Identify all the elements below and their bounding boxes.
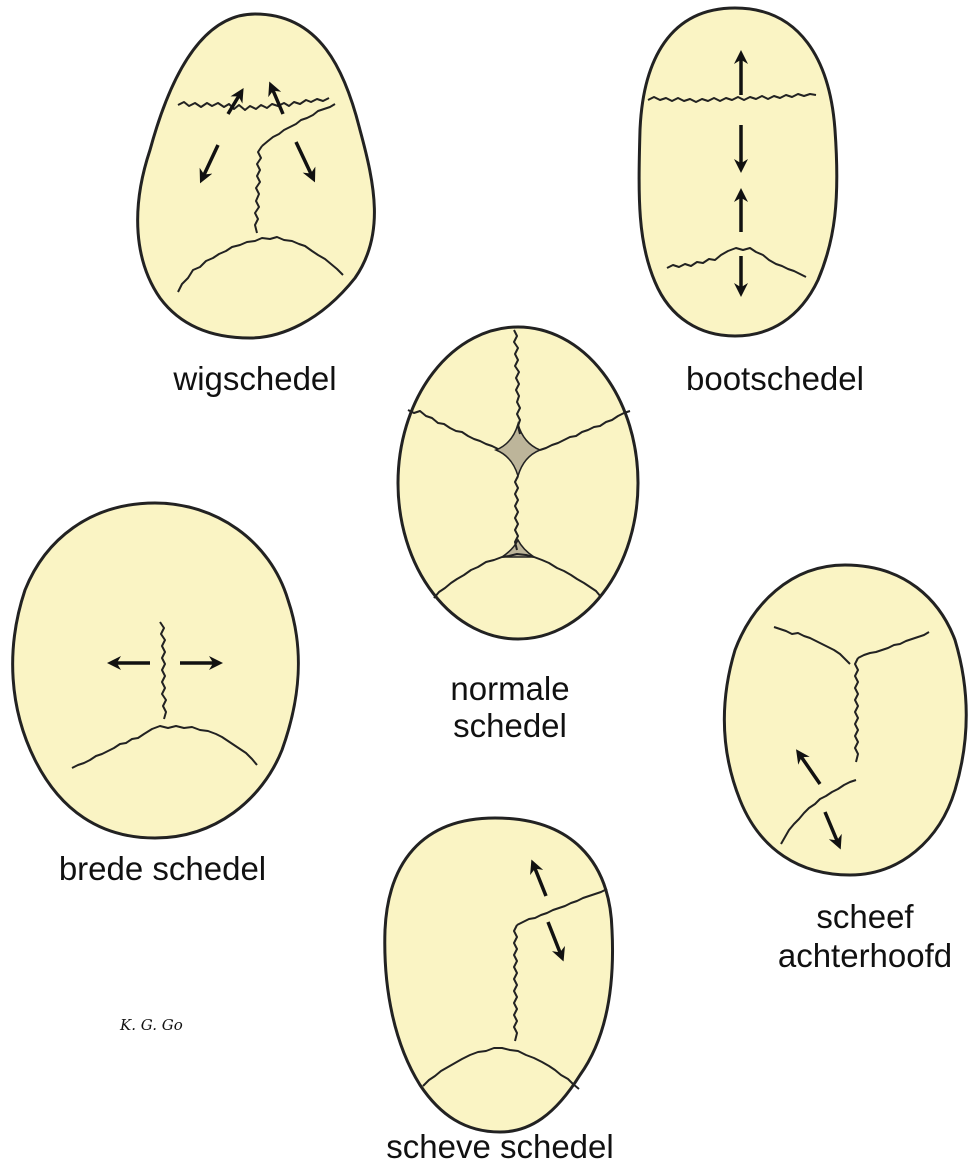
- skull-oblique: [385, 818, 613, 1132]
- label-wedge-skull: wigschedel: [140, 360, 370, 398]
- skull-normal: [398, 327, 638, 639]
- label-oblique-skull: scheve schedel: [360, 1128, 640, 1166]
- skull-broad: [13, 503, 299, 838]
- skull-boat: [639, 8, 837, 336]
- label-normal-skull-line2: schedel: [420, 707, 600, 745]
- label-boat-skull: bootschedel: [655, 360, 895, 398]
- label-normal-skull-line1: normale: [420, 670, 600, 708]
- label-broad-skull: brede schedel: [30, 850, 295, 888]
- label-oblique-occiput-line2: achterhoofd: [760, 937, 970, 975]
- skull-oblique-occiput: [724, 565, 966, 875]
- skull-wedge: [138, 14, 375, 338]
- label-oblique-occiput-line1: scheef: [770, 898, 960, 936]
- artist-signature: K. G. Go: [120, 1016, 183, 1034]
